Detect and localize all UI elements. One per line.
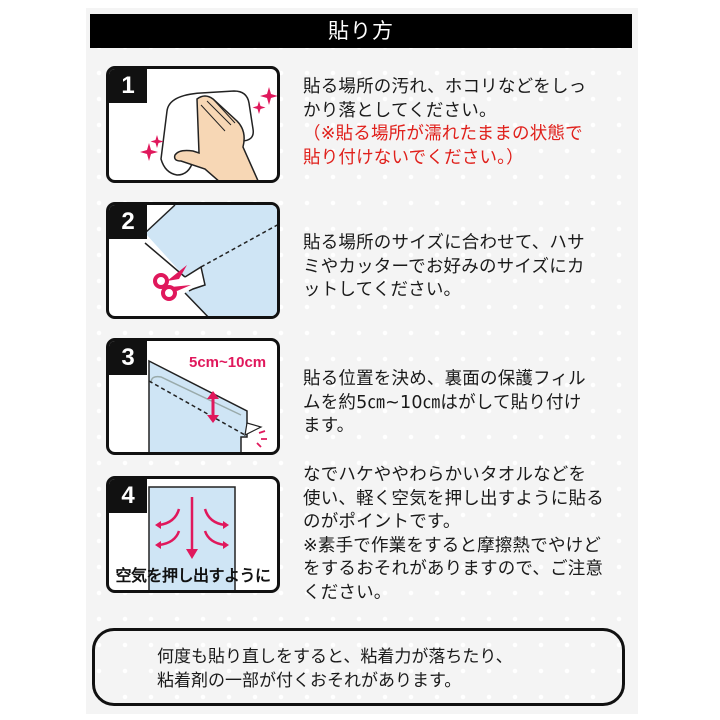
step-2-illustration: 2	[106, 202, 280, 319]
step-1-warning: （※貼る場所が濡れたままの状態で	[303, 124, 583, 144]
push-air-out-icon	[148, 486, 236, 590]
hand-wiping-icon	[140, 87, 277, 180]
scissors-cutting-icon	[144, 205, 277, 316]
step-2-text: 貼る場所のサイズに合わせて、ハサ ミやカッターでお好みのサイズにカ ットしてくだ…	[303, 233, 585, 300]
step-4-caption: 空気を押し出すように	[115, 566, 271, 585]
notice-text: 何度も貼り直しをすると、粘着力が落ちたり、 粘着剤の一部が付くおそれがあります。	[157, 647, 513, 691]
step-number: 4	[109, 479, 147, 513]
page-title: 貼り方	[90, 14, 632, 48]
step-1-illustration: 1	[106, 66, 280, 183]
step-3-text: 貼る位置を決め、裏面の保護フィル ムを約5㎝~10㎝はがして貼り付け ます。	[303, 369, 586, 436]
step-number: 1	[109, 69, 147, 103]
peel-length-label: 5cm~10cm	[189, 354, 266, 371]
step-1-text: 貼る場所の汚れ、ホコリなどをしっ かり落としてください。 （※貼る場所が濡れたま…	[303, 76, 643, 170]
step-4-text: なでハケややわらかいタオルなどを 使い、軽く空気を押し出すように貼る のがポイン…	[303, 465, 604, 603]
step-number: 3	[109, 341, 147, 375]
notice-box: 何度も貼り直しをすると、粘着力が落ちたり、 粘着剤の一部が付くおそれがあります。	[92, 628, 625, 706]
step-number: 2	[109, 205, 147, 239]
step-3-illustration: 3 5cm~10cm	[106, 338, 280, 455]
peel-film-icon: 5cm~10cm	[148, 354, 267, 452]
step-4-illustration: 4 空気を押し出すように	[106, 476, 280, 593]
